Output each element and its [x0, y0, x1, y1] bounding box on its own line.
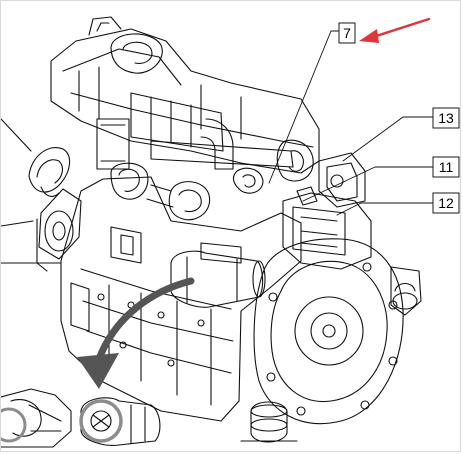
callout-11-label: 11 [439, 159, 454, 175]
starter-inset-right [79, 397, 161, 446]
leader-13 [342, 116, 434, 162]
callout-12: 12 [432, 192, 460, 214]
starter-inset-left [1, 388, 72, 448]
turbocharger [110, 162, 211, 221]
callout-7: 7 [338, 22, 356, 44]
flywheel-housing [253, 238, 404, 425]
red-arrow-icon [359, 17, 431, 43]
callout-12-label: 12 [438, 195, 454, 211]
leader-lines [268, 30, 434, 216]
front-pulley [36, 188, 82, 272]
starter-motor [170, 242, 266, 308]
leader-7 [268, 30, 340, 184]
callout-7-label: 7 [343, 25, 351, 41]
fuel-rail [150, 139, 314, 194]
leader-12 [336, 202, 434, 216]
direction-arrow-icon [77, 277, 195, 389]
callout-13: 13 [432, 107, 460, 129]
intake-pipe [96, 92, 234, 170]
valve-cover [50, 16, 320, 174]
leader-11 [302, 166, 434, 202]
engine-mount-bottom [240, 401, 298, 443]
callout-11: 11 [432, 156, 460, 178]
callout-13-label: 13 [438, 110, 454, 126]
engine-mount-right [390, 266, 422, 316]
injection-pump [282, 152, 372, 270]
left-hose [1, 118, 71, 264]
